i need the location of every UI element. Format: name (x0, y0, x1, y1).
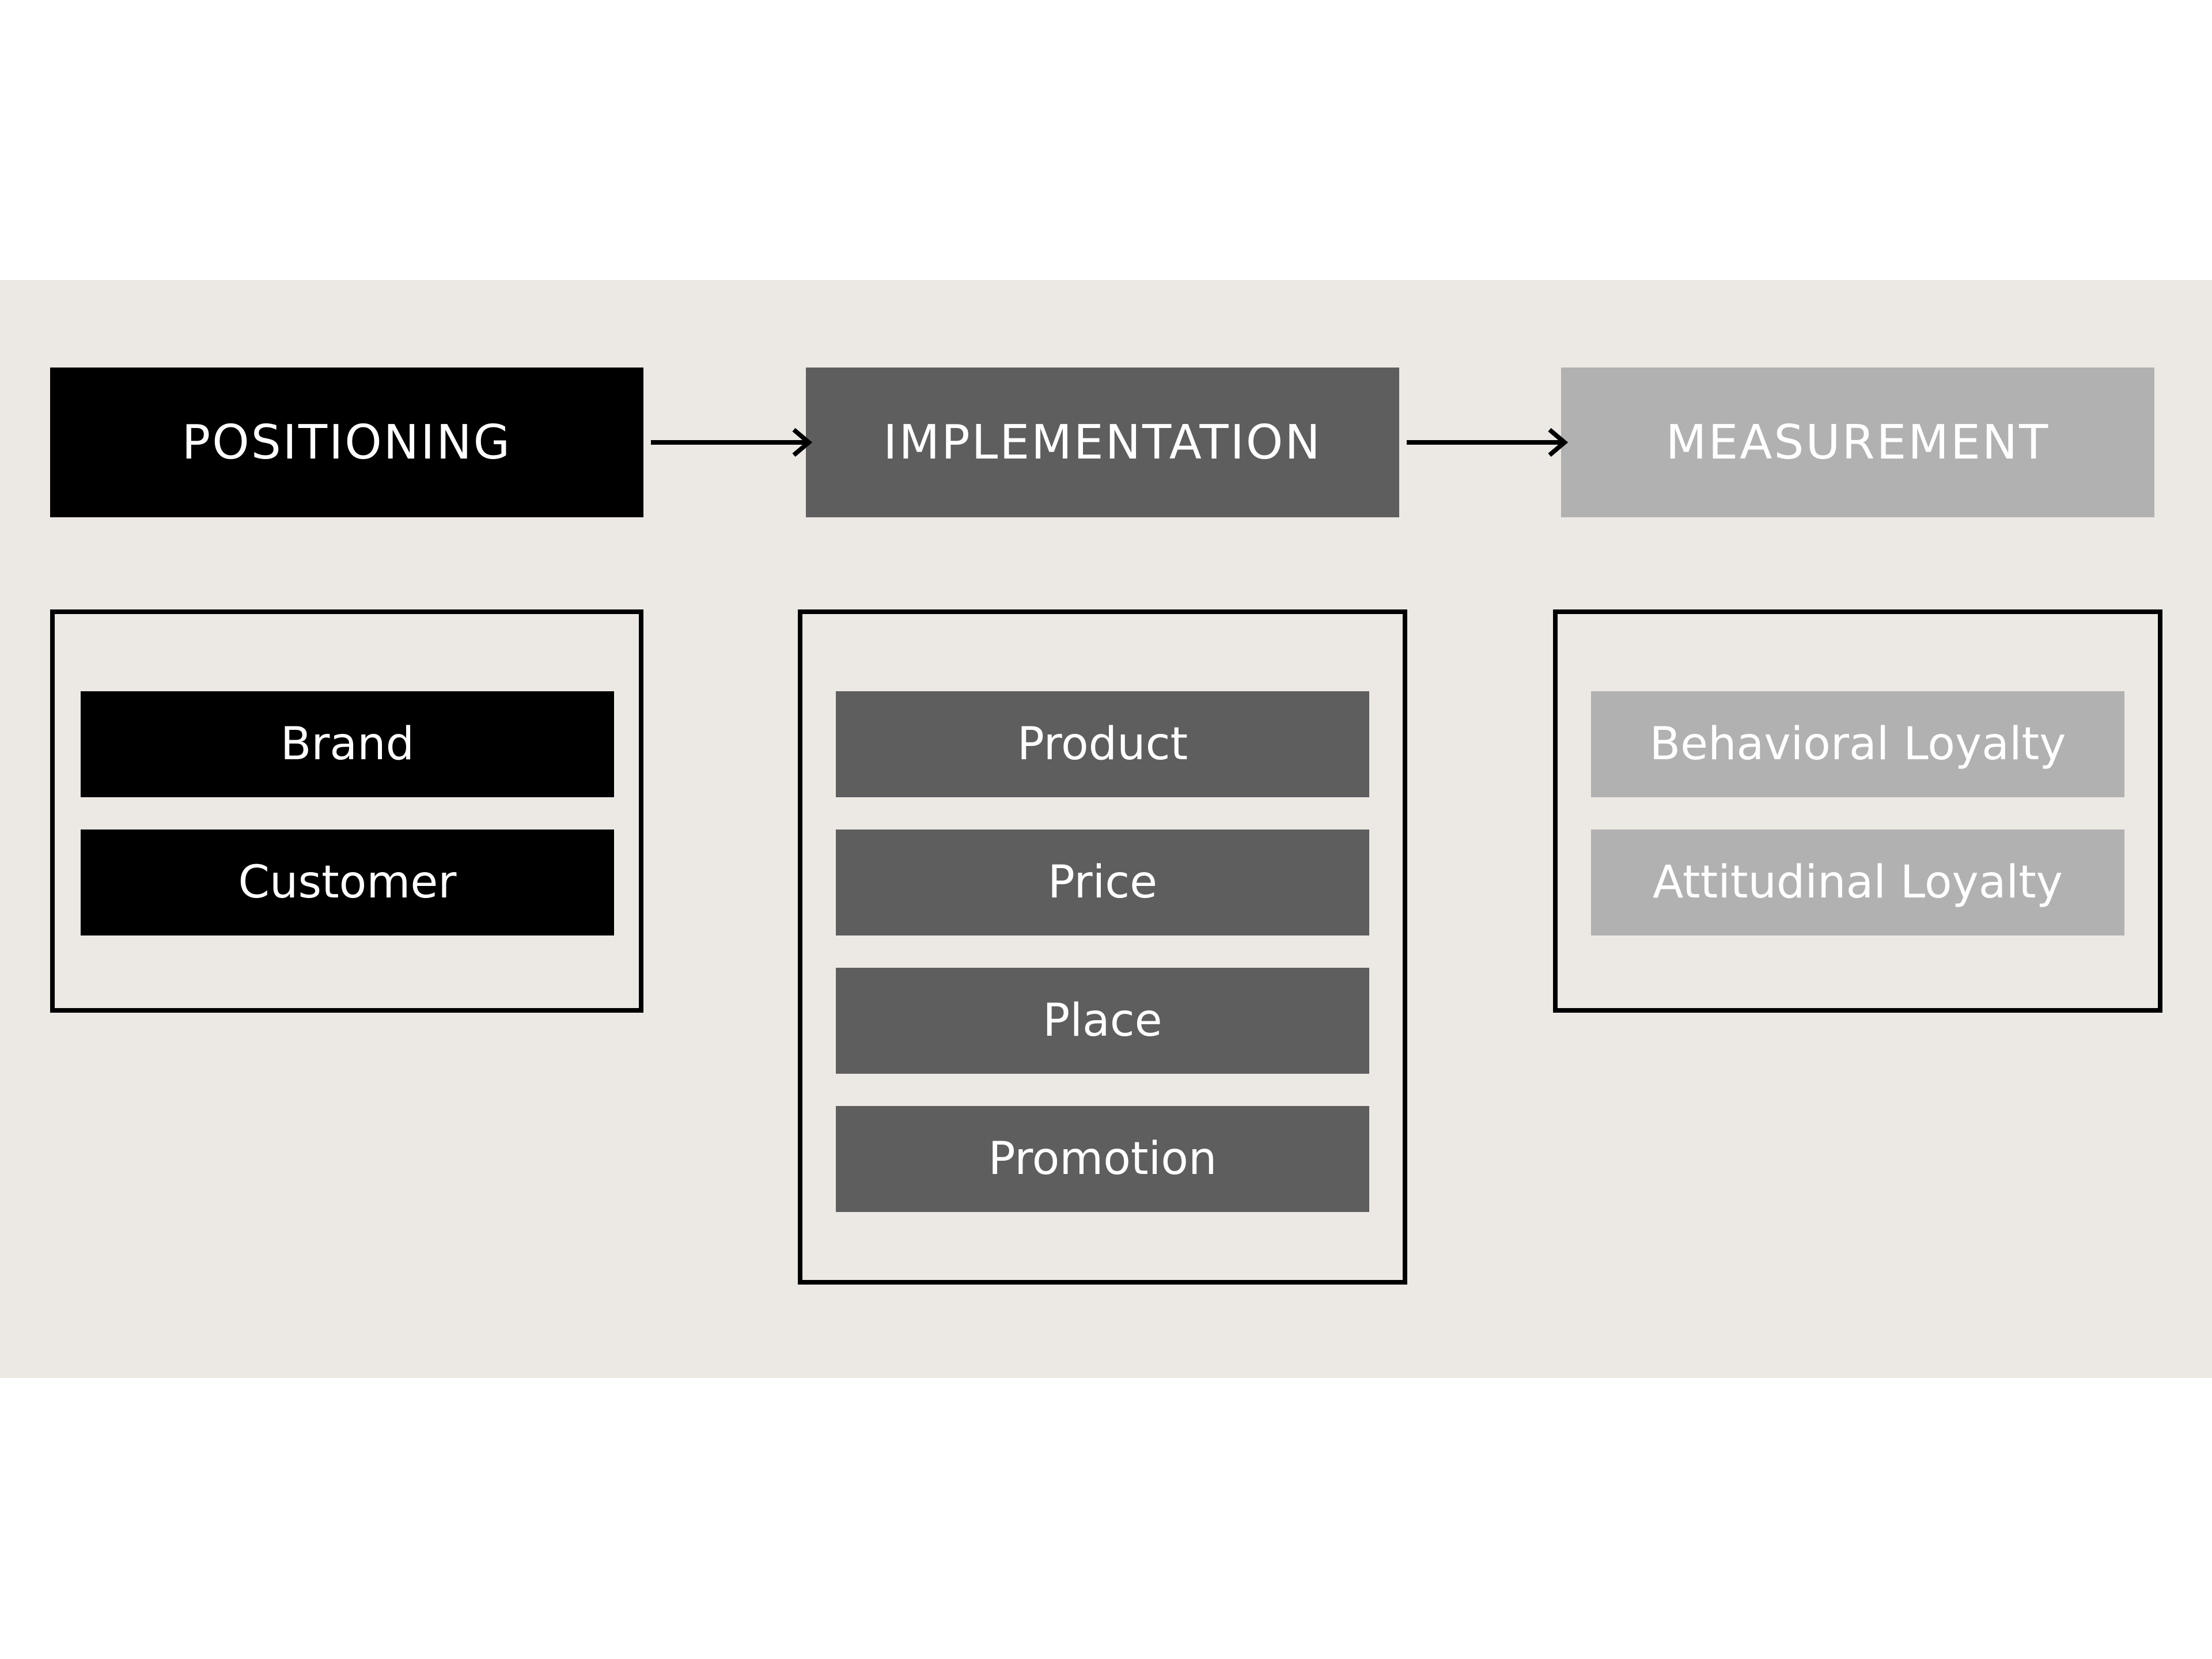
item-place: Place (836, 968, 1369, 1074)
stage-header-implementation: IMPLEMENTATION (806, 368, 1399, 517)
measurement-group: Behavioral Loyalty Attitudinal Loyalty (1553, 609, 2162, 1013)
item-product: Product (836, 691, 1369, 797)
arrow-right-icon (1407, 427, 1569, 457)
positioning-group: Brand Customer (50, 609, 643, 1013)
item-brand: Brand (81, 691, 614, 797)
item-behavioral-loyalty: Behavioral Loyalty (1591, 691, 2124, 797)
stage-header-positioning: POSITIONING (50, 368, 643, 517)
implementation-group: Product Price Place Promotion (798, 609, 1407, 1285)
stage-header-measurement: MEASUREMENT (1561, 368, 2154, 517)
item-customer: Customer (81, 830, 614, 935)
item-attitudinal-loyalty: Attitudinal Loyalty (1591, 830, 2124, 935)
item-price: Price (836, 830, 1369, 935)
arrow-right-icon (651, 427, 813, 457)
item-promotion: Promotion (836, 1106, 1369, 1212)
